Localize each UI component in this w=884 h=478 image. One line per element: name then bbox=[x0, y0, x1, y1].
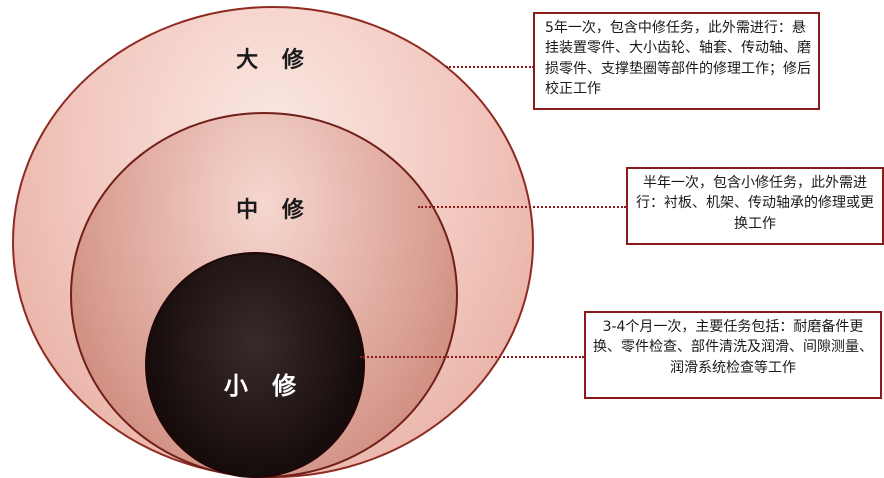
minor-repair-ring bbox=[145, 252, 365, 478]
medium-repair-description: 半年一次，包含小修任务，此外需进行：衬板、机架、传动轴承的修理或更换工作 bbox=[626, 167, 884, 245]
minor-repair-leader-line bbox=[360, 356, 584, 358]
minor-repair-description: 3-4个月一次，主要任务包括：耐磨备件更换、零件检查、部件清洗及润滑、间隙测量、… bbox=[584, 311, 882, 399]
minor-repair-label: 小 修 bbox=[223, 372, 305, 400]
major-repair-description: 5年一次，包含中修任务，此外需进行：悬挂装置零件、大小齿轮、轴套、传动轴、磨损零… bbox=[533, 12, 820, 110]
major-repair-label: 大 修 bbox=[236, 48, 312, 73]
medium-repair-label: 中 修 bbox=[236, 198, 312, 223]
medium-repair-leader-line bbox=[418, 206, 626, 208]
major-repair-leader-line bbox=[446, 66, 534, 68]
